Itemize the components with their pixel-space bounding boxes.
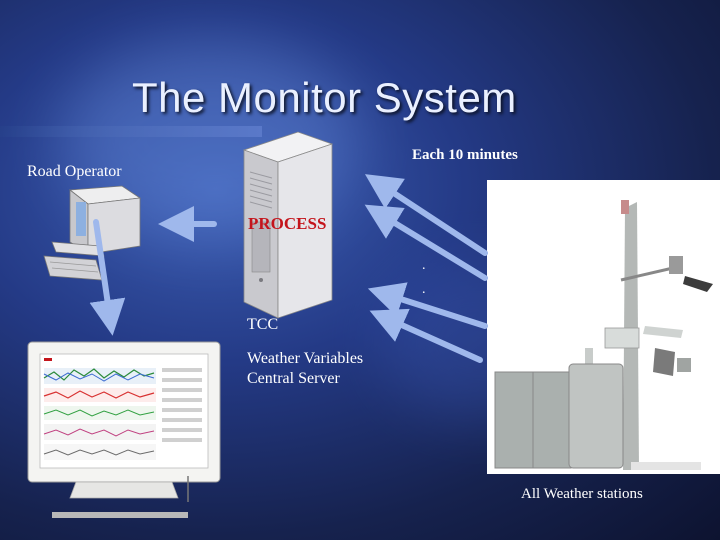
- arrow-station-to-server-4: [369, 308, 483, 363]
- arrow-station-to-server-2: [364, 204, 488, 281]
- arrow-operator-to-monitor: [89, 219, 126, 336]
- server-label-line1: Weather Variables: [247, 350, 364, 367]
- title-underline-bar: [0, 126, 262, 137]
- dot-marker: .: [422, 258, 426, 273]
- server-tower-icon: [242, 131, 334, 319]
- tcc-label: TCC: [247, 316, 279, 333]
- stations-label: All Weather stations: [521, 486, 643, 502]
- interval-label: Each 10 minutes: [412, 147, 518, 163]
- weather-mast-icon: [487, 180, 720, 474]
- road-operator-label: Road Operator: [27, 163, 122, 180]
- server-label-line2: Central Server: [247, 370, 340, 387]
- dot-marker: .: [422, 282, 426, 297]
- process-label: PROCESS: [248, 214, 327, 233]
- slide-title: The Monitor System: [132, 74, 517, 121]
- weather-station-photo: [487, 180, 720, 474]
- arrow-station-to-server-1: [364, 174, 488, 256]
- monitor-screen-icon: [27, 341, 221, 518]
- arrow-station-to-server-3: [367, 282, 488, 329]
